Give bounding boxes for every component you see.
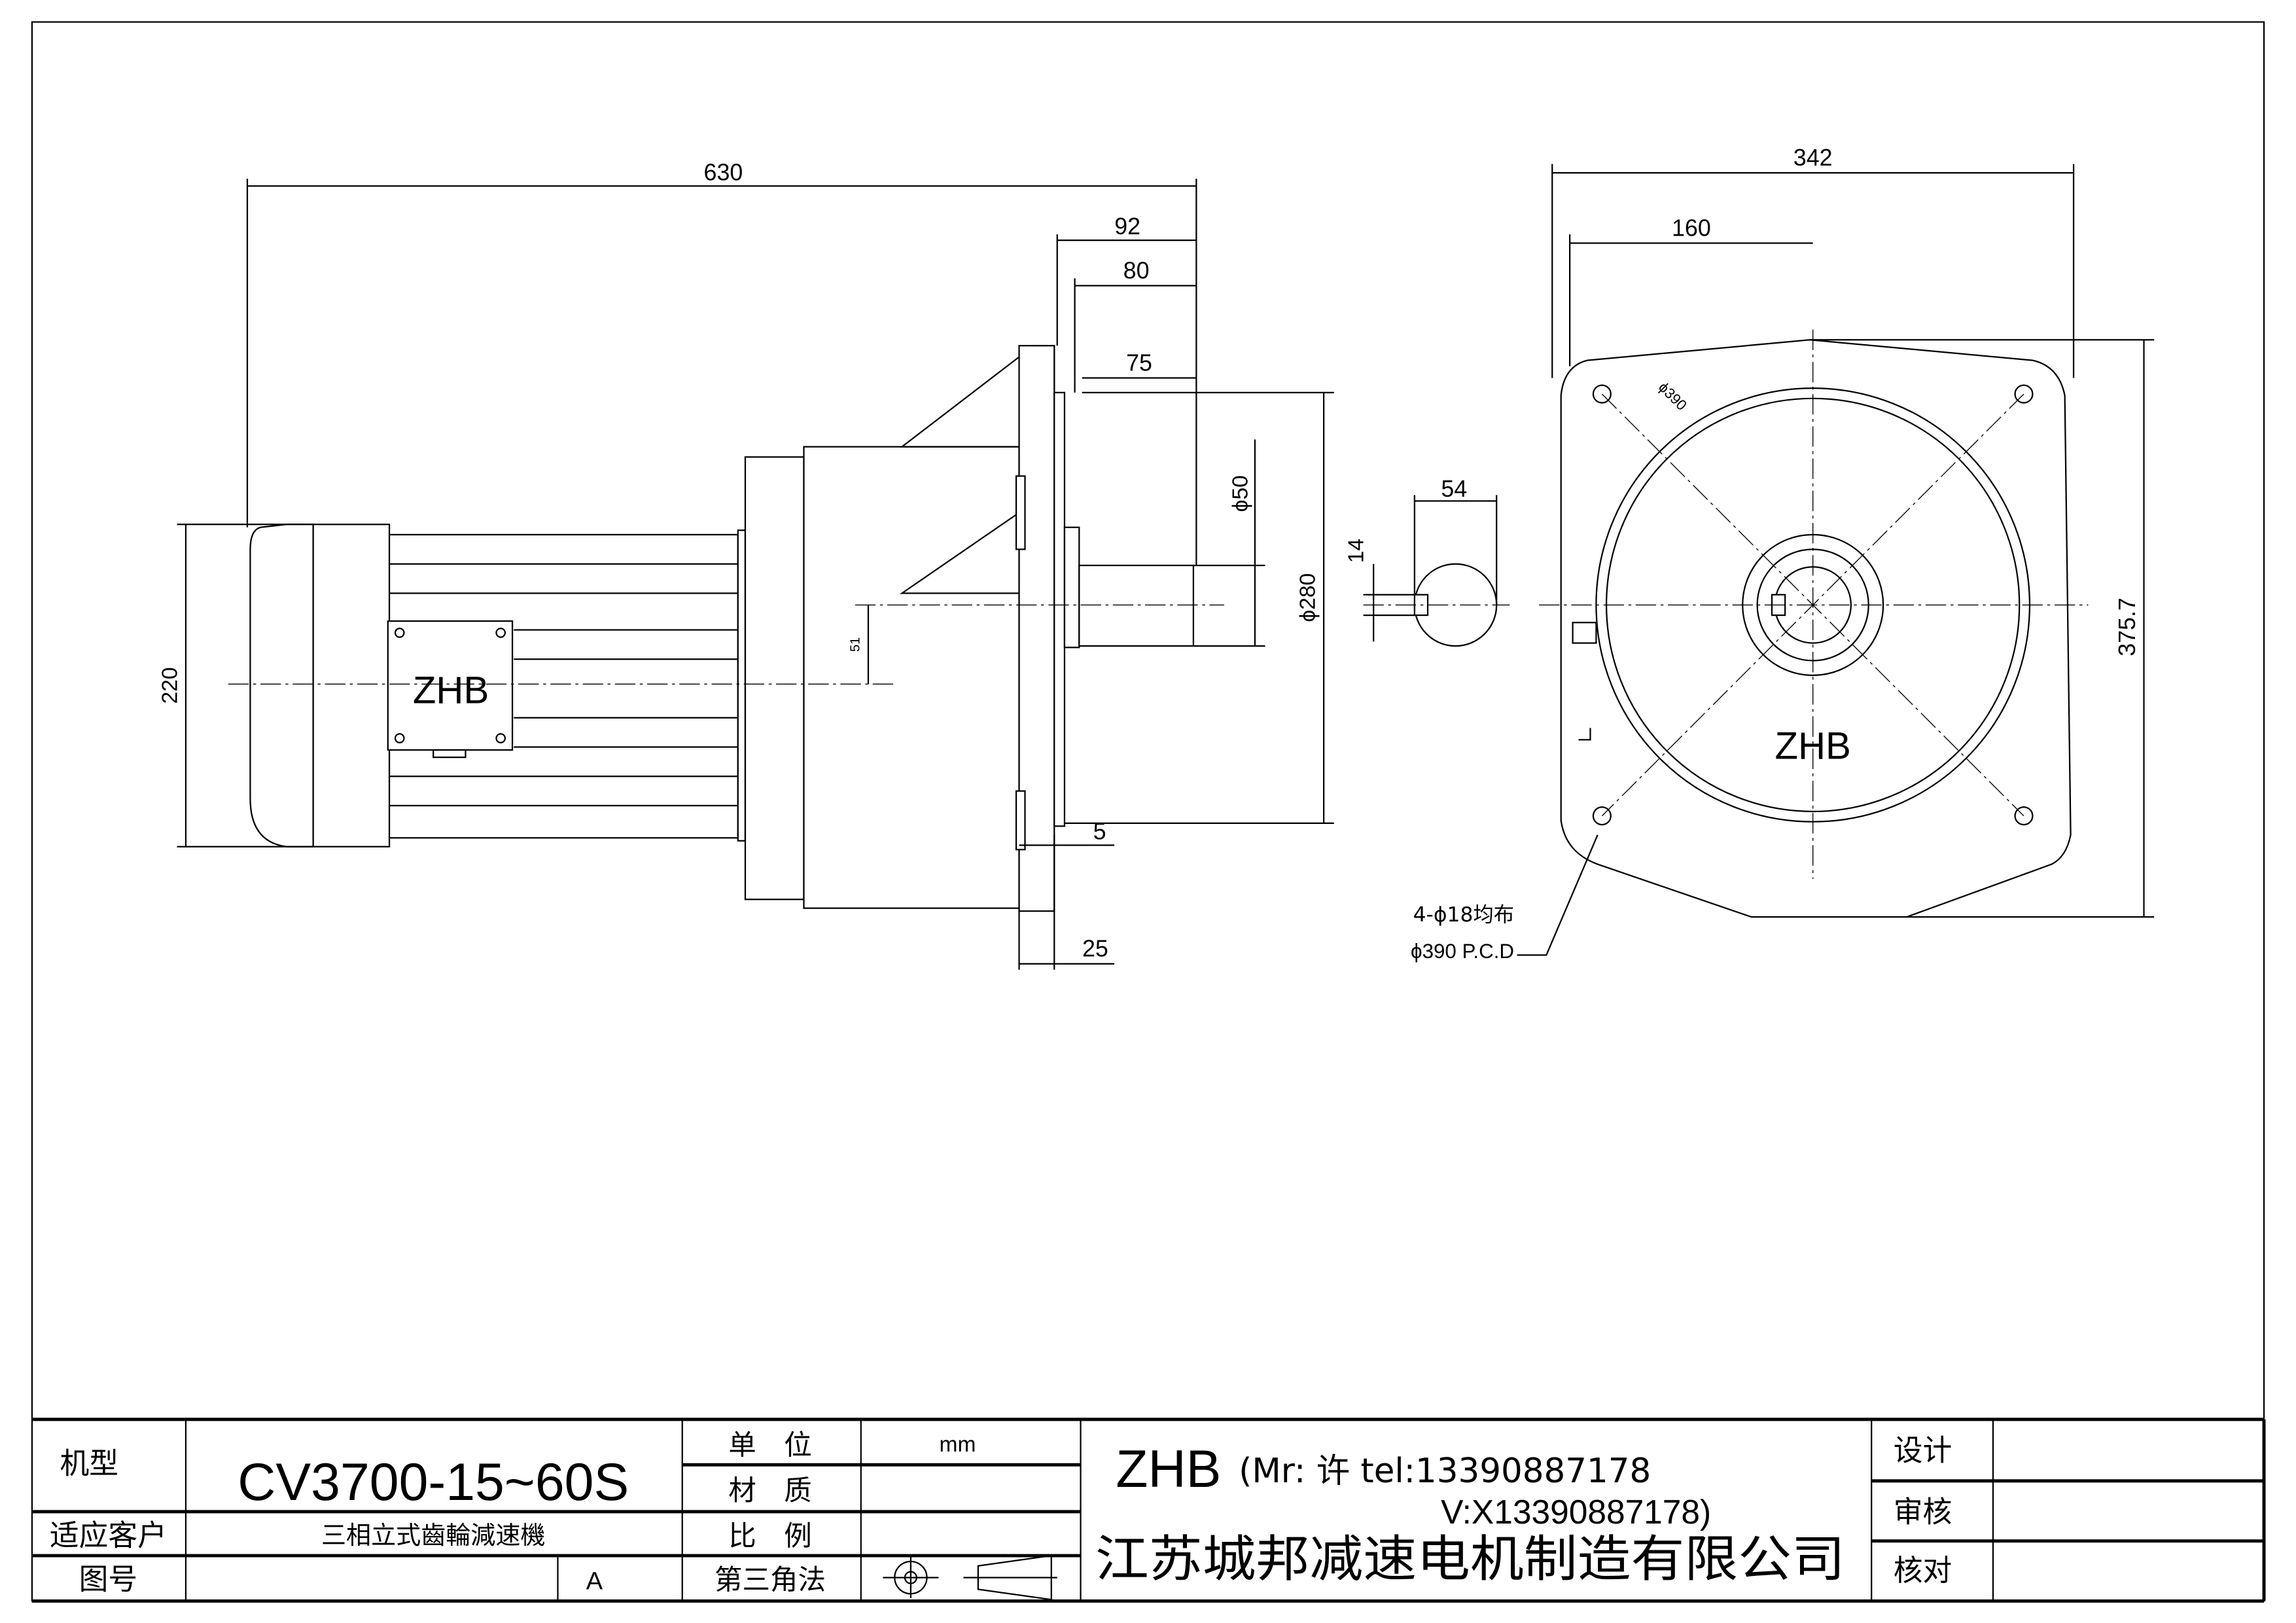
hole-note: 4-ϕ18均布	[1413, 903, 1514, 927]
scale-label: 比 例	[728, 1520, 812, 1552]
dim-630: 630	[704, 159, 743, 185]
unit-label: 单 位	[728, 1430, 812, 1462]
pcd-note: ϕ390 P.C.D	[1411, 940, 1514, 963]
drawing-no-label: 图号	[79, 1562, 138, 1597]
drawing-no-rev: A	[586, 1568, 603, 1596]
dim-160: 160	[1672, 215, 1711, 241]
dim-375-7: 375.7	[2114, 597, 2140, 656]
dim-342: 342	[1793, 145, 1833, 171]
material-label: 材 质	[728, 1475, 812, 1507]
dim-75: 75	[1126, 349, 1152, 376]
front-dimensions	[1517, 164, 2155, 956]
check-label: 核对	[1894, 1553, 1952, 1588]
front-logo: ZHB	[1775, 724, 1850, 767]
model-label: 机型	[60, 1446, 118, 1481]
front-view: ZHB ϕ390	[1539, 329, 2089, 918]
contact-line-2: V:X13390887178)	[1441, 1493, 1711, 1531]
dim-flange-dia: ϕ280	[1296, 573, 1320, 622]
motor-logo: ZHB	[413, 669, 489, 711]
dim-51: 51	[849, 637, 863, 652]
dim-54: 54	[1441, 476, 1467, 502]
dim-5: 5	[1093, 819, 1106, 845]
dim-92: 92	[1114, 213, 1140, 240]
customer-label: 适应客户	[50, 1518, 167, 1552]
dim-80: 80	[1123, 257, 1150, 283]
shaft-key-section	[1363, 495, 1510, 647]
dim-25: 25	[1082, 936, 1108, 962]
contact-line-1: (Mr: 许 tel:13390887178	[1239, 1452, 1651, 1491]
side-dimensions	[177, 179, 1334, 970]
model-value: CV3700-15~60S	[238, 1453, 629, 1512]
title-block	[31, 1418, 2266, 1603]
design-label: 设计	[1894, 1433, 1952, 1468]
third-angle-symbol	[883, 1554, 1057, 1601]
side-view: ZHB	[228, 345, 1224, 912]
dim-220: 220	[158, 668, 183, 704]
review-label: 审核	[1894, 1495, 1952, 1529]
projection-label: 第三角法	[715, 1565, 826, 1597]
unit-value: mm	[940, 1433, 976, 1457]
customer-value: 三相立式齒輪減速機	[321, 1521, 545, 1550]
dim-14: 14	[1345, 539, 1369, 563]
brand: ZHB	[1116, 1440, 1221, 1499]
dim-shaft-dia: ϕ50	[1229, 475, 1253, 512]
company-name: 江苏城邦减速电机制造有限公司	[1095, 1529, 1845, 1588]
